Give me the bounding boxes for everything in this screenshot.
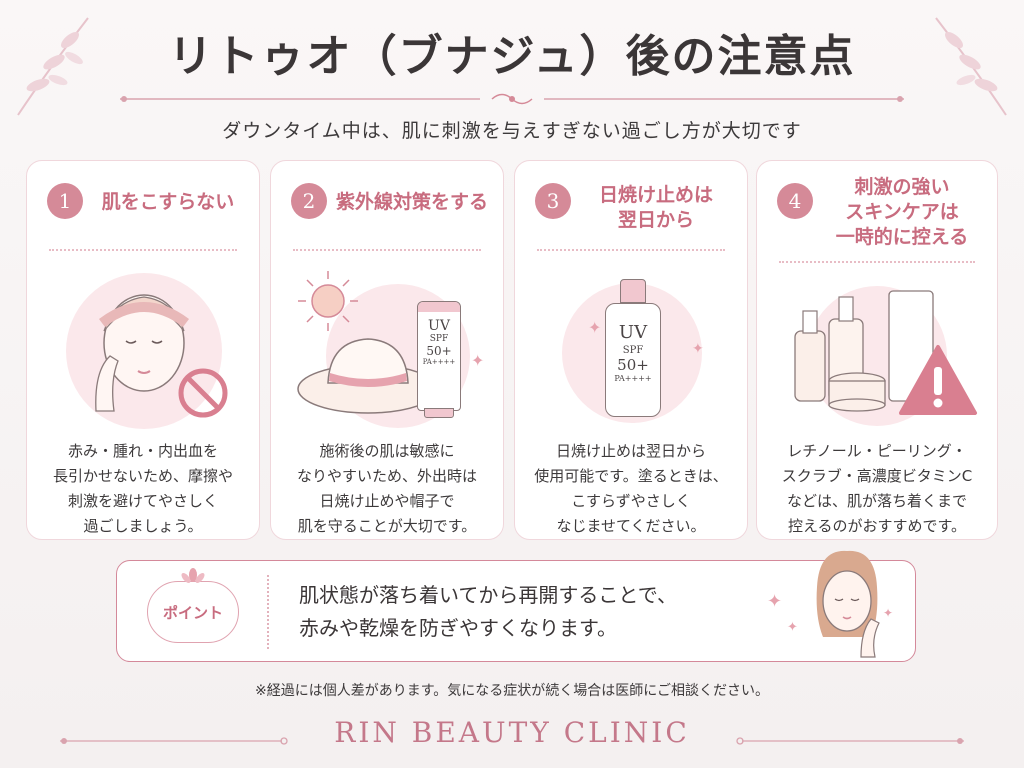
point-box: ポイント 肌状態が落ち着いてから再開することで、 赤みや乾燥を防ぎやすくなります… [116, 550, 916, 662]
dotted-divider [293, 249, 481, 251]
clinic-brand: RIN BEAUTY CLINIC [334, 716, 690, 749]
card-body: 日焼け止めは翌日から 使用可能です。塗るときは、 こすらずやさしく なじませてく… [534, 442, 728, 535]
card-body: レチノール・ピーリング・ スクラブ・高濃度ビタミンC などは、肌が落ち着くまで … [781, 442, 973, 535]
svg-text:✦: ✦ [883, 606, 893, 620]
leaf-ornament-icon [935, 17, 1007, 116]
card-title: 刺激の強い スキンケアは 一時的に控える [835, 176, 969, 248]
woman-face-icon: ✦ ✦ ✦ [767, 550, 893, 658]
point-divider [267, 575, 269, 649]
point-badge: ポイント [147, 581, 239, 643]
dotted-divider [537, 249, 725, 251]
point-text: 肌状態が落ち着いてから再開することで、 赤みや乾燥を防ぎやすくなります。 [299, 583, 677, 640]
sprig-icon [181, 568, 205, 583]
subtitle: ダウンタイム中は、肌に刺激を与えすぎない過ごし方が大切です [222, 120, 802, 142]
svg-text:✦: ✦ [787, 620, 798, 635]
dotted-divider [49, 249, 237, 251]
title-divider [120, 93, 904, 105]
sun-icon [298, 271, 358, 331]
sparkle-icon: ✦ [588, 318, 601, 337]
warning-icon [899, 345, 977, 415]
prohibited-icon [178, 368, 228, 418]
tip-card-2: 2 紫外線対策をする UV SPF 50+ PA++++ [270, 160, 504, 540]
page-title: リトゥオ（ブナジュ）後の注意点 [168, 31, 856, 82]
disclaimer-note: ※経過には個人差があります。気になる症状が続く場合は医師にご相談ください。 [254, 683, 770, 699]
step-number: 1 [47, 183, 83, 219]
tip-card-3: 3 日焼け止めは 翌日から ✦ ✦ UV SPF 50+ PA++++ 日焼け止… [514, 160, 748, 540]
sparkle-icon: ✦ [471, 351, 485, 370]
sparkle-icon: ✦ [692, 341, 704, 357]
sunscreen-tube-icon: UV SPF 50+ PA++++ [417, 301, 461, 418]
card-title: 日焼け止めは 翌日から [598, 184, 713, 231]
card-title: 肌をこすらない [101, 191, 235, 213]
card-body: 赤み・腫れ・内出血を 長引かせないため、摩擦や 刺激を避けてやさしく 過ごしまし… [52, 442, 233, 535]
card-body: 施術後の肌は敏感に なりやすいため、外出時は 日焼け止めや帽子で 肌を守ることが… [296, 442, 477, 535]
svg-text:✦: ✦ [767, 591, 782, 612]
tip-card-4: 4 刺激の強い スキンケアは 一時的に控える レチノール・ピーリング・ スクラブ… [756, 160, 998, 540]
tip-card-1: 1 肌をこすらない 赤み・腫れ・内出血を 長引かせないため、摩擦や 刺激を避けて… [26, 160, 260, 540]
brand-divider-right [736, 737, 964, 745]
leaf-ornament-icon [17, 17, 89, 116]
sunscreen-bottle-icon: UV SPF 50+ PA++++ [605, 279, 661, 419]
step-number: 3 [535, 183, 571, 219]
brand-divider-left [60, 737, 288, 745]
card-title: 紫外線対策をする [335, 191, 488, 213]
dotted-divider [779, 261, 975, 263]
step-number: 4 [777, 183, 813, 219]
step-number: 2 [291, 183, 327, 219]
